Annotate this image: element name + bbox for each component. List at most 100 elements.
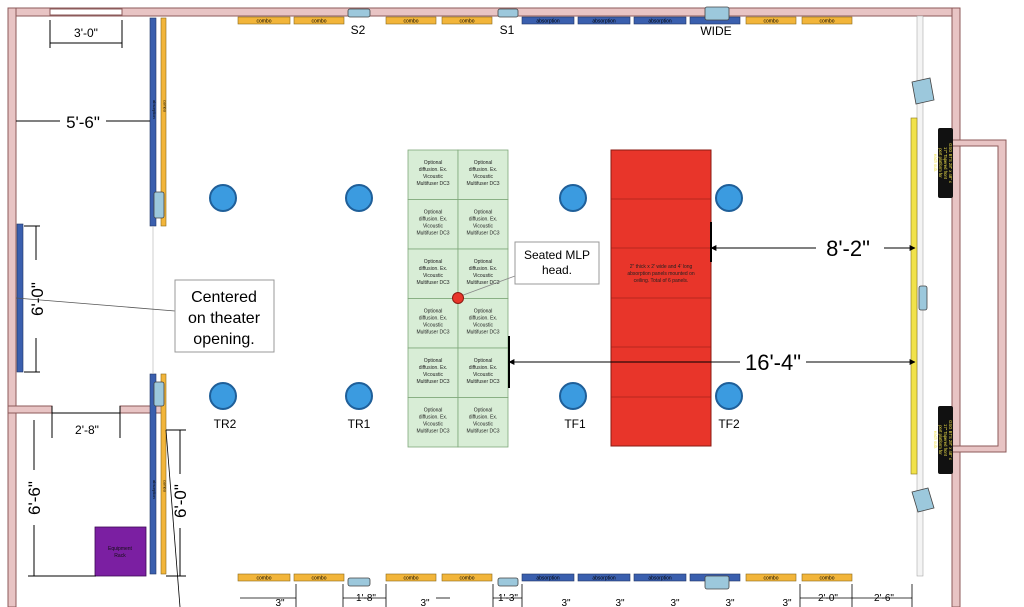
dimension-label: 3" [670, 598, 680, 607]
diffusion-panel-label: Vicoustic [423, 273, 443, 279]
callout-text: Seated MLP [524, 248, 590, 262]
speaker-label: TF1 [564, 417, 586, 431]
subwoofer-note: GSG BTS 28" x 48" x [948, 143, 953, 184]
panel-label: combo [403, 576, 418, 582]
right-speakers [153, 77, 935, 513]
diffusion-panel-label: diffusion. Ex. [419, 266, 448, 272]
diffusion-panel-label: diffusion. Ex. [469, 167, 498, 173]
dimension-label: 2'-0" [818, 593, 838, 604]
diffusion-panel-label: Vicoustic [473, 273, 493, 279]
dimension-label: 6'-6" [25, 481, 44, 515]
panel-label: absorption [152, 480, 157, 499]
ceiling-speaker-icon [209, 382, 237, 410]
diffusion-panel [407, 149, 459, 200]
panel-label: combo [163, 100, 168, 113]
bottom-speakers [347, 575, 730, 590]
dimension-label: 6'-0" [28, 282, 47, 316]
ceiling-speaker-icon [345, 184, 373, 212]
subwoofer-note: port platform for [938, 425, 943, 455]
speaker-icon [347, 8, 371, 18]
subwoofer-note: GSG BTS 28" x 48" x [948, 420, 953, 461]
speaker-icon [704, 6, 730, 21]
top-wall [7, 7, 961, 17]
diffusion-panel-label: Optional [424, 309, 443, 315]
speaker-icon [497, 8, 519, 18]
dimension-label: 3" [725, 598, 735, 607]
ceiling-panel-note: 2" thick x 2' wide and 4' long [630, 264, 693, 270]
dimension-label: 1'-8" [356, 593, 376, 604]
panel-label: combo [459, 576, 474, 582]
diffusion-panel-label: Multifuser DC3 [416, 181, 449, 187]
speaker-icon [153, 191, 165, 219]
speaker-label: S2 [351, 23, 366, 37]
diffusion-panel-label: Multifuser DC3 [466, 280, 499, 286]
diffusion-panel-label: Vicoustic [423, 174, 443, 180]
diffusion-panel [457, 248, 509, 299]
diffusion-panel-label: Optional [474, 210, 493, 216]
panel-label: combo [256, 19, 271, 25]
combo-panel [745, 573, 797, 582]
combo-panel [441, 573, 493, 582]
dimension-label: 3'-0" [74, 26, 98, 40]
panel-label: absorption [536, 576, 560, 582]
diffusion-panel [457, 199, 509, 250]
bottom-panels: combo combo combo combo absorption absor… [237, 573, 853, 582]
dimension-label: 2'-6" [874, 593, 894, 604]
panel-label: absorption [648, 19, 672, 25]
callout-box [514, 241, 600, 285]
speaker-label: S1 [500, 23, 515, 37]
absorption-panel [633, 573, 687, 582]
speaker-icon [704, 575, 730, 590]
ceiling-speakers: TR2 TR1 TF1 TF2 [209, 184, 743, 431]
ceiling-speaker-icon [559, 184, 587, 212]
ceiling-speaker-icon [715, 382, 743, 410]
absorption-panel [521, 16, 575, 25]
dimension-label: 3" [615, 598, 625, 607]
diffusion-panel-label: diffusion. Ex. [419, 365, 448, 371]
diffusion-panel-label: diffusion. Ex. [419, 415, 448, 421]
diffusion-panel-label: Multifuser DC3 [416, 231, 449, 237]
diffusion-panel-label: Multifuser DC3 [466, 231, 499, 237]
callout-text: Centered [191, 289, 257, 306]
combo-panel [801, 573, 853, 582]
diffusion-panel-label: Optional [424, 210, 443, 216]
combo-panel-vertical [160, 17, 167, 227]
panel-label: combo [819, 19, 834, 25]
combo-panel [385, 573, 437, 582]
ceiling-speaker-icon [715, 184, 743, 212]
dimension-label: 6'-0" [171, 484, 190, 518]
diffusion-panel-label: Optional [474, 408, 493, 414]
callout-text: opening. [193, 331, 254, 348]
top-speakers: S2 S1 WIDE [347, 6, 732, 38]
panel-label: absorption [152, 100, 157, 119]
subwoofer-platforms: GSG BTS 28" x 48" x 17" Tapered front po… [910, 117, 953, 475]
diffusion-panel-label: Optional [474, 309, 493, 315]
diffusion-panel-label: diffusion. Ex. [419, 167, 448, 173]
ceiling-speaker-icon [209, 184, 237, 212]
panel-label: combo [403, 19, 418, 25]
diffusion-panel [407, 298, 459, 349]
diffusion-panel-label: Vicoustic [473, 372, 493, 378]
callout-leader [457, 275, 516, 298]
callout-box [174, 279, 275, 353]
diffusion-panel-label: diffusion. Ex. [469, 415, 498, 421]
diffusion-panel [407, 397, 459, 448]
closet-wall-left [7, 405, 53, 414]
diffusion-panel-label: diffusion. Ex. [469, 266, 498, 272]
equipment-rack-label: Equipment [108, 546, 133, 552]
right-wall-lower [951, 7, 961, 607]
callout-leader [15, 297, 176, 312]
diffusion-panel-label: diffusion. Ex. [469, 217, 498, 223]
diffusion-panel-label: Multifuser DC3 [466, 379, 499, 385]
diffusion-panel-label: Optional [474, 358, 493, 364]
ceiling-panel-note: ceiling. Total of 6 panels. [634, 278, 689, 284]
mlp-marker-icon [452, 292, 464, 304]
speaker-label: TR1 [348, 417, 371, 431]
equipment-rack [94, 526, 147, 577]
subwoofer-note: 17" Tapered front [943, 424, 948, 457]
top-panels: combo combo combo combo absorption absor… [237, 16, 853, 25]
combo-panel-vertical [160, 373, 167, 575]
diffusion-panel-label: Optional [474, 160, 493, 166]
diffusion-panel-label: Multifuser DC3 [416, 330, 449, 336]
